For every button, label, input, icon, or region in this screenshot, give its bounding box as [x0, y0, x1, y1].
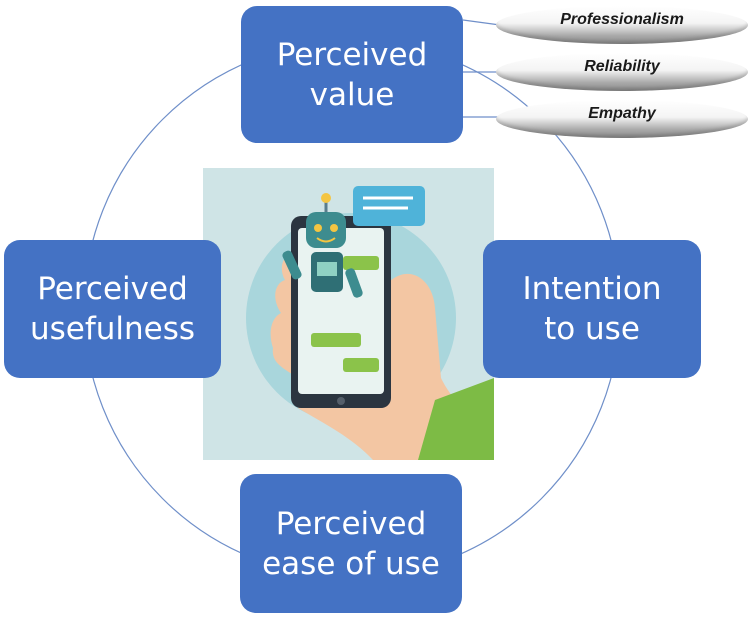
robot-head — [306, 212, 346, 248]
connector-professionalism — [462, 19, 501, 26]
intention-to-use-box: Intention to use — [483, 240, 701, 378]
intention-to-use-label: Intention to use — [522, 271, 662, 347]
phone-home-button — [337, 397, 345, 405]
sleeve-illustration — [418, 378, 494, 460]
robot-eye — [330, 224, 338, 232]
chat-bubble-green — [311, 333, 361, 347]
robot-antenna-light — [321, 193, 331, 203]
perceived-ease-of-use-label: Perceived ease of use — [262, 505, 440, 582]
top-chat-bubble — [353, 186, 425, 226]
robot-chest-panel — [317, 262, 337, 276]
robot-eye — [314, 224, 322, 232]
empathy-ellipse: Empathy — [496, 100, 748, 138]
chatbot-phone-illustration — [203, 168, 494, 460]
perceived-value-box: Perceived value — [241, 6, 463, 143]
chat-bubble-green — [343, 256, 379, 270]
professionalism-label: Professionalism — [560, 11, 684, 28]
reliability-ellipse: Reliability — [496, 53, 748, 91]
empathy-label: Empathy — [588, 105, 656, 122]
robot-arm — [282, 250, 302, 280]
robot-arm — [345, 268, 363, 298]
robot-smile — [316, 237, 336, 243]
perceived-value-label: Perceived value — [276, 36, 428, 113]
reliability-label: Reliability — [584, 58, 660, 75]
perceived-usefulness-box: Perceived usefulness — [4, 240, 221, 378]
professionalism-ellipse: Professionalism — [496, 6, 748, 44]
perceived-ease-of-use-box: Perceived ease of use — [240, 474, 462, 613]
chat-bubble-green — [343, 358, 379, 372]
perceived-usefulness-label: Perceived usefulness — [29, 271, 196, 347]
